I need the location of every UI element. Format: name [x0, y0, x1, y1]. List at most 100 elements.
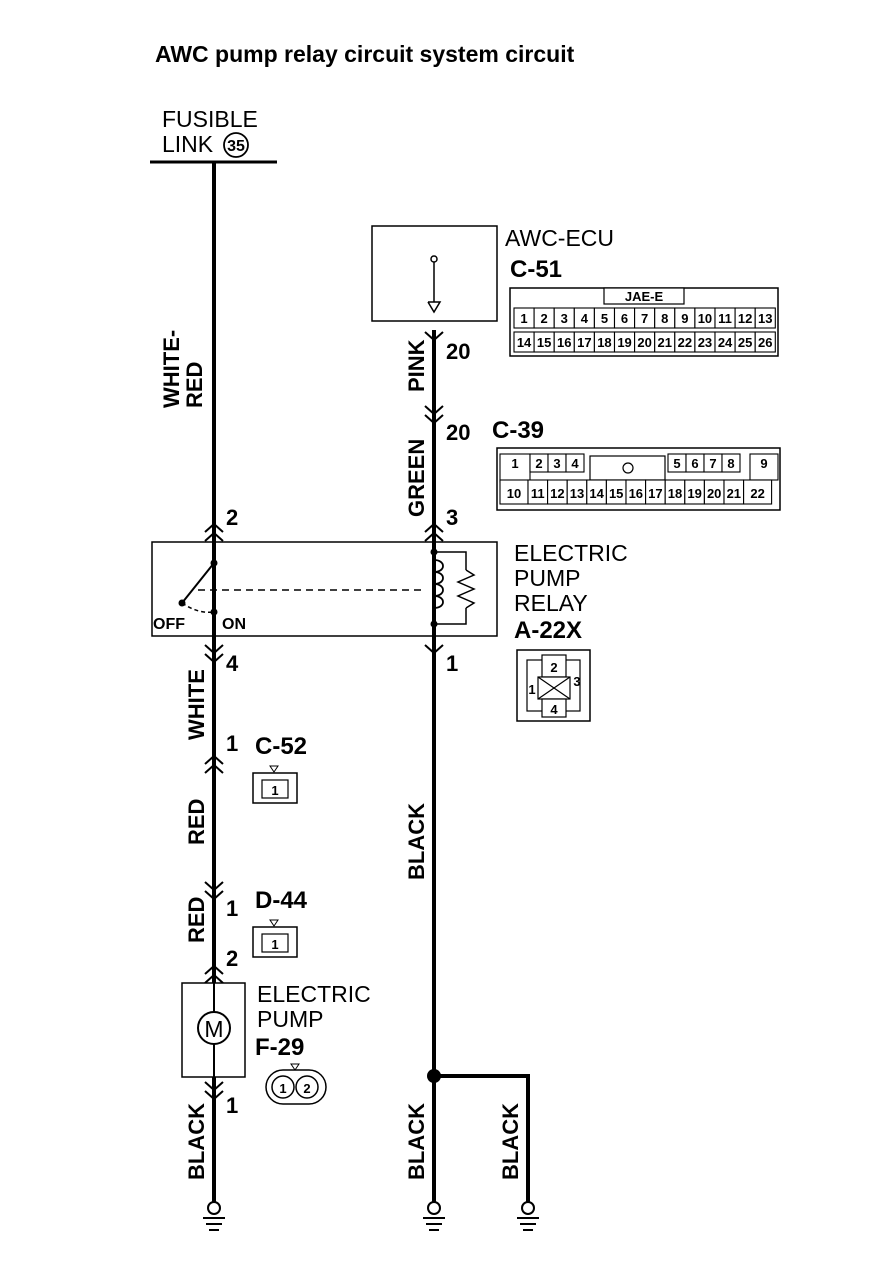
c51-row1-pin-label: 12 [738, 311, 752, 326]
c51-row2-pin-label: 19 [617, 335, 631, 350]
motor-icon [197, 1011, 231, 1045]
relay-switch-path [181, 602, 215, 614]
wire-label-black-branch: BLACK [498, 1103, 523, 1180]
c51-row1-pin-label: 2 [541, 311, 548, 326]
wire-label-green: GREEN [404, 439, 429, 517]
c39-row1-cell [721, 453, 741, 473]
c51-row1-pin-label: 3 [561, 311, 568, 326]
c39-row2-pin-label: 18 [668, 486, 682, 501]
c51-row2-pin-label: 25 [738, 335, 752, 350]
c52-connector-face: 1 [252, 765, 298, 804]
c51-row2-pin-label: 22 [678, 335, 692, 350]
a22x-connector-face: 2 1 3 4 [516, 649, 591, 722]
c39-row1-pin-label: 9 [760, 456, 767, 471]
relay-label-1: ELECTRIC [514, 540, 628, 566]
relay-resistor [456, 569, 476, 609]
fusible-link-label-2: LINK [162, 131, 214, 157]
ecu-internal-arrow [427, 301, 442, 314]
c39-row1-pin-label: 1 [511, 456, 518, 471]
fusible-link-label-1: FUSIBLE [162, 106, 258, 132]
wire-label-pink: PINK [404, 339, 429, 392]
c39-row2-pin-label: 22 [750, 486, 764, 501]
d44-connector-id: D-44 [255, 887, 308, 914]
c39-row1-pin-label: 8 [727, 456, 734, 471]
c51-row1-pin-label: 1 [520, 311, 527, 326]
pin-1-d44: 1 [226, 896, 238, 921]
c51-row2-pin-label: 23 [698, 335, 712, 350]
c39-row2-cell [743, 479, 773, 505]
page-title: AWC pump relay circuit system circuit [155, 41, 575, 67]
relay-switch-arm [181, 562, 215, 604]
pump-connector-id: F-29 [255, 1034, 304, 1061]
relay-resistor-lead-bottom [434, 608, 467, 625]
c51-row1-pin-label: 4 [581, 311, 589, 326]
c39-connector-id: C-39 [492, 417, 544, 444]
ground-branch-wire [434, 1074, 530, 1208]
c51-row2-pin-label: 18 [597, 335, 611, 350]
d44-connector-face: 1 [252, 919, 298, 958]
pin-20-c39: 20 [446, 420, 470, 445]
c51-row2-pin-label: 20 [637, 335, 651, 350]
c39-row2-pin-label: 17 [648, 486, 662, 501]
c39-row2-pin-label: 10 [507, 486, 521, 501]
c51-type-label: JAE-E [625, 289, 664, 304]
pin-1-relay: 1 [446, 651, 458, 676]
c51-row2-pin-label: 15 [537, 335, 551, 350]
pin-4-relay: 4 [226, 651, 239, 676]
c51-row1-pin-label: 11 [718, 311, 732, 326]
c39-row1-pin-label: 6 [691, 456, 698, 471]
a22x-pin-2: 2 [550, 660, 557, 675]
c52-face-pin: 1 [271, 783, 278, 798]
relay-label-2: PUMP [514, 565, 580, 591]
c51-row2-pin-label: 26 [758, 335, 772, 350]
pin-2-relay: 2 [226, 505, 238, 530]
f29-pin-1: 1 [279, 1081, 286, 1096]
c39-row2-cell [499, 479, 529, 505]
pin-1-pump: 1 [226, 1093, 238, 1118]
c39-row2-pin-label: 14 [589, 486, 604, 501]
c39-row2-pin-label: 11 [531, 486, 545, 501]
c39-row2-pin-label: 15 [609, 486, 623, 501]
c39-row1-pin-label: 2 [535, 456, 542, 471]
awc-ecu-label: AWC-ECU [505, 225, 614, 251]
c39-row2-pin-label: 19 [687, 486, 701, 501]
c39-row2-pin-label: 21 [727, 486, 741, 501]
relay-resistor-lead-top [434, 551, 467, 570]
relay-connector-id: A-22X [514, 617, 582, 644]
c39-row2-pin-label: 20 [707, 486, 721, 501]
wire-label-black-pump: BLACK [184, 1103, 209, 1180]
c51-row1-pin-label: 13 [758, 311, 772, 326]
c39-row1-pin-label: 5 [673, 456, 680, 471]
c51-row1-pin-label: 7 [641, 311, 648, 326]
c51-row2-pin-label: 21 [658, 335, 672, 350]
pin-3-relay: 3 [446, 505, 458, 530]
wire-label-black-bottom: BLACK [404, 1103, 429, 1180]
c39-row1-pin-label: 3 [553, 456, 560, 471]
pin-20-ecu: 20 [446, 339, 470, 364]
c51-row2-pin-label: 17 [577, 335, 591, 350]
wire-label-white-red-1: WHITE- [159, 330, 184, 408]
ground-symbol-right [517, 1201, 539, 1231]
c51-row2-pin-label: 16 [557, 335, 571, 350]
pin-2-pump: 2 [226, 946, 238, 971]
motor-icon-label: M [204, 1016, 223, 1042]
c39-row1-cell [565, 453, 585, 473]
ecu-connector-id: C-51 [510, 256, 562, 283]
wire-label-black-relay: BLACK [404, 803, 429, 880]
c51-row1-pin-label: 6 [621, 311, 628, 326]
f29-pin-2: 2 [303, 1081, 310, 1096]
ground-symbol-middle [423, 1201, 445, 1231]
relay-on-contact [210, 608, 218, 616]
a22x-pin-1: 1 [528, 682, 535, 697]
fusible-link-number: 35 [227, 138, 245, 155]
left-connector-chevrons [204, 522, 224, 1101]
c51-row1-cell [754, 307, 776, 329]
c51-row1-pin-label: 8 [661, 311, 668, 326]
middle-connector-chevrons [424, 331, 444, 655]
ground-symbol-left [203, 1201, 225, 1231]
c51-row1-pin-label: 5 [601, 311, 608, 326]
c39-row1-pin-label: 4 [571, 456, 579, 471]
